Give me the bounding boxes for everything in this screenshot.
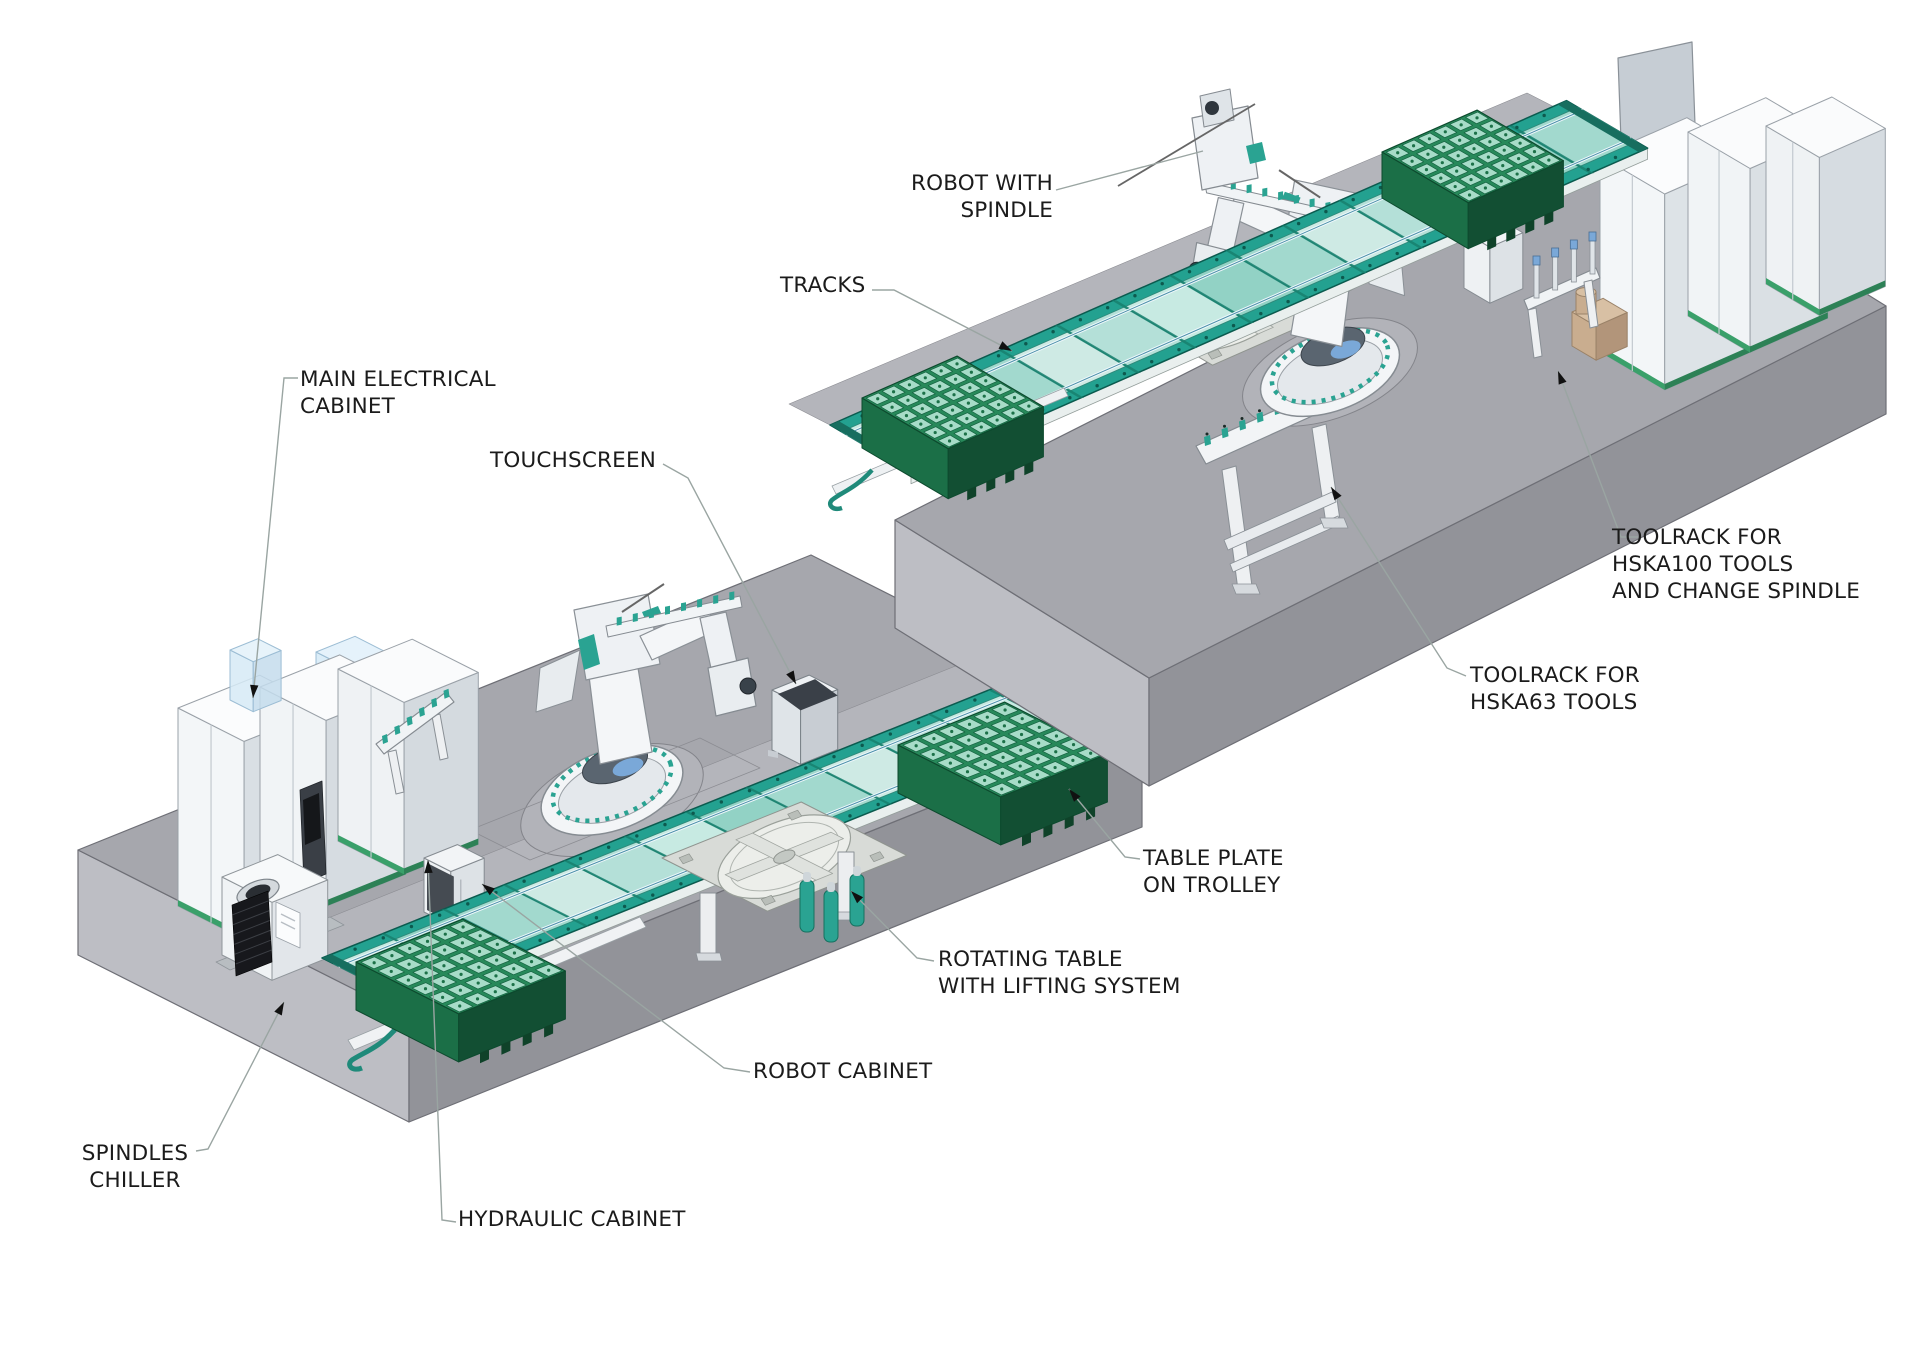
upper-cabinet-group xyxy=(1571,41,1886,391)
leader-robot-cabinet xyxy=(481,883,751,1073)
leader-main-electrical xyxy=(250,377,298,699)
leader-touchscreen xyxy=(662,463,797,685)
label-robot-with-spindle: ROBOT WITH SPINDLE xyxy=(910,171,1053,223)
label-tracks: TRACKS xyxy=(780,273,866,298)
leader-robot-with-spindle xyxy=(1055,150,1204,191)
leader-hydraulic-cabinet xyxy=(424,859,457,1223)
table-pallet-upper-left xyxy=(861,355,1045,501)
leader-spindles-chiller xyxy=(195,1001,285,1152)
touchscreen-pedestal xyxy=(768,674,839,773)
label-touchscreen: TOUCHSCREEN xyxy=(490,448,657,473)
leader-tracks xyxy=(872,289,1013,352)
robot-spindle-head xyxy=(1117,88,1266,191)
leader-table-plate xyxy=(1068,788,1141,860)
label-rotating-table: ROTATING TABLE WITH LIFTING SYSTEM xyxy=(938,947,1181,999)
label-toolrack-hska100: TOOLRACK FOR HSKA100 TOOLS AND CHANGE SP… xyxy=(1612,525,1860,604)
label-main-electrical-cabinet: MAIN ELECTRICAL CABINET xyxy=(300,367,496,419)
rotating-table-lower xyxy=(661,801,908,912)
label-hydraulic-cabinet: HYDRAULIC CABINET xyxy=(458,1207,686,1232)
leader-toolrack-hska63 xyxy=(1330,486,1467,677)
leader-toolrack-hska100 xyxy=(1557,370,1638,538)
leader-rotating-table xyxy=(850,890,935,962)
table-pallet-on-trolley xyxy=(897,701,1109,847)
spindles-chiller-unit xyxy=(215,854,345,981)
label-spindles-chiller: SPINDLES CHILLER xyxy=(81,1141,189,1193)
label-robot-cabinet: ROBOT CABINET xyxy=(753,1059,933,1084)
label-table-plate-on-trolley: TABLE PLATE ON TROLLEY xyxy=(1143,846,1284,898)
table-pallet-upper-right xyxy=(1381,109,1565,251)
label-toolrack-hska63: TOOLRACK FOR HSKA63 TOOLS xyxy=(1470,663,1640,715)
table-pallet-lower-left xyxy=(355,918,567,1064)
robot-lower xyxy=(535,583,757,837)
